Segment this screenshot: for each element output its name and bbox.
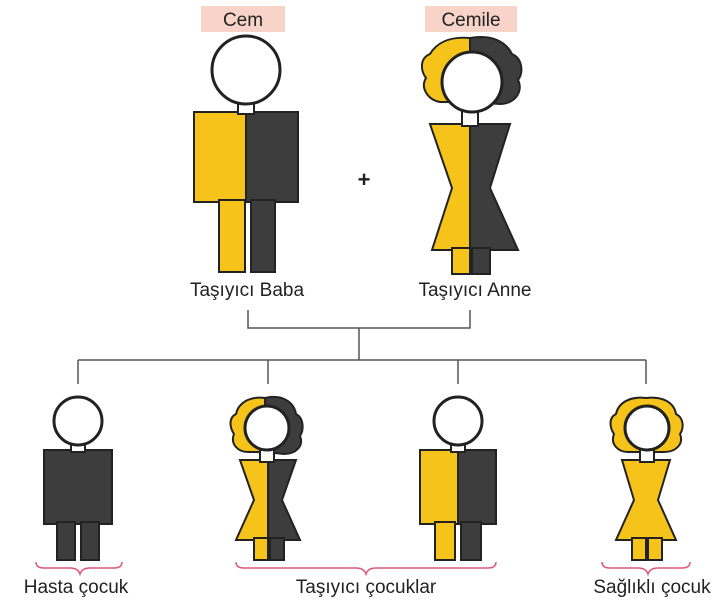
carrier-girl-figure — [229, 396, 304, 561]
mother-name-tag — [425, 6, 517, 32]
father-figure — [193, 34, 299, 273]
plus-sign: + — [358, 167, 371, 192]
father-role-label: Taşıyıcı Baba — [190, 280, 304, 301]
father-name: Cem — [223, 10, 263, 31]
child-braces — [35, 561, 691, 577]
family-tree-lines — [77, 310, 647, 384]
carrier-boy-figure — [419, 395, 497, 561]
sick-boy-figure — [43, 395, 113, 561]
father-name-tag — [201, 6, 285, 32]
sick-child-label: Hasta çocuk — [24, 577, 129, 598]
mother-name: Cemile — [441, 10, 500, 31]
healthy-child-label: Sağlıklı çocuk — [593, 577, 711, 598]
mother-figure — [420, 36, 523, 275]
mother-role-label: Taşıyıcı Anne — [418, 280, 531, 301]
carrier-children-label: Taşıyıcı çocuklar — [296, 577, 437, 598]
healthy-girl-figure — [609, 396, 684, 561]
